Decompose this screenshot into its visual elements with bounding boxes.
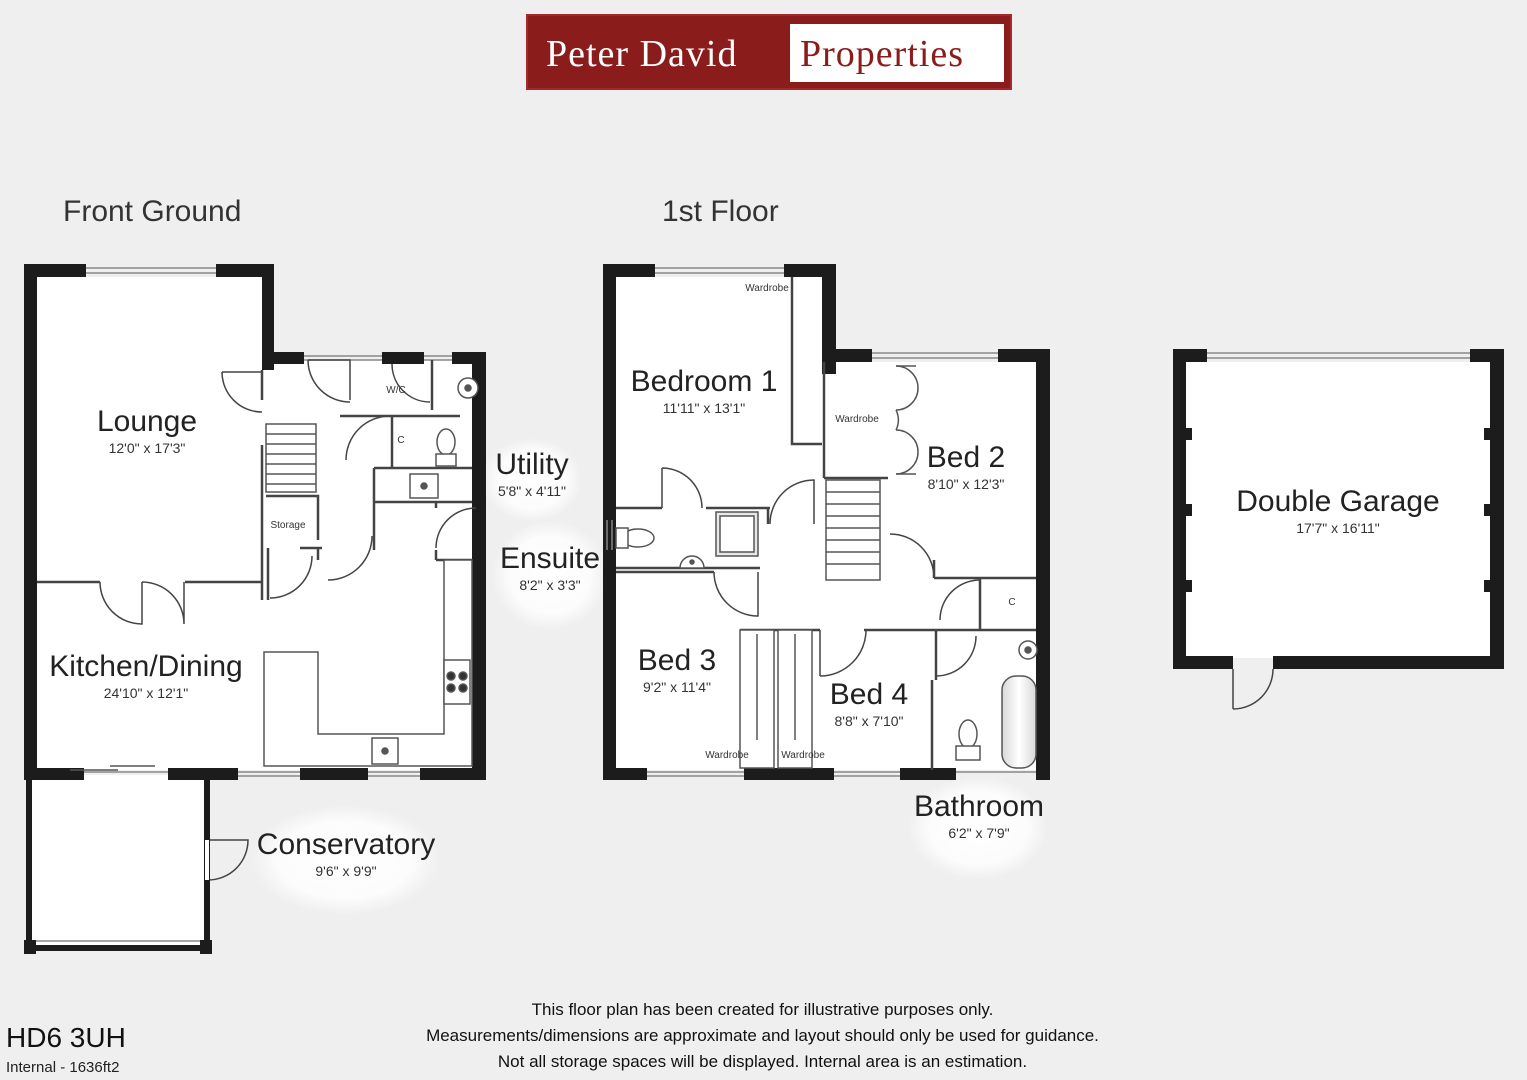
lounge-label: Lounge 12'0" x 17'3": [97, 405, 197, 456]
bed4-dim: 8'8" x 7'10": [834, 713, 904, 729]
bedroom1-wardrobe-label: Wardrobe: [745, 283, 789, 294]
ground-floor-fill: [37, 277, 472, 770]
ground-stairs: [265, 423, 317, 493]
bedroom1-name: Bedroom 1: [630, 365, 778, 398]
first-floor-stairs: [825, 479, 881, 581]
ensuite-dim: 8'2" x 3'3": [519, 577, 581, 593]
bed3-wardrobe-label: Wardrobe: [705, 750, 749, 761]
utility-label: Utility 5'8" x 4'11": [495, 448, 568, 499]
brand-name-left: Peter David: [546, 33, 738, 75]
ensuite-name: Ensuite: [499, 542, 601, 575]
wc-label: W/C: [386, 385, 406, 396]
bathroom-label: Bathroom 6'2" x 7'9": [914, 790, 1044, 841]
kitchen-label: Kitchen/Dining 24'10" x 12'1": [49, 650, 242, 701]
utility-label-glow: [482, 438, 582, 522]
bedroom1-label: Bedroom 1 11'11" x 13'1": [631, 365, 778, 416]
lounge-name: Lounge: [96, 405, 198, 438]
utility-name: Utility: [495, 448, 569, 481]
bed4-wardrobe-label: Wardrobe: [781, 750, 825, 761]
landing-cupboard-label: C: [1008, 597, 1016, 608]
brand-name-right: Properties: [800, 33, 965, 75]
disclaimer-line: Measurements/dimensions are approximate …: [426, 1026, 1099, 1045]
bathroom-name: Bathroom: [913, 790, 1045, 823]
bed3-label: Bed 3 9'2" x 11'4": [638, 644, 716, 695]
garage-name: Double Garage: [1236, 485, 1440, 518]
conservatory-label-glow: [250, 805, 440, 915]
storage-label: Storage: [270, 520, 306, 531]
brand-name-right-box: Properties: [790, 24, 1004, 82]
brand-logo: Peter David Properties: [526, 14, 1012, 90]
lounge-dim: 12'0" x 17'3": [108, 440, 186, 456]
first-floor-plan: [603, 264, 1050, 780]
bed4-name: Bed 4: [829, 678, 909, 711]
conservatory-fill: [32, 775, 208, 945]
conservatory-name: Conservatory: [256, 828, 436, 861]
bed3-dim: 9'2" x 11'4": [643, 679, 711, 695]
ground-floor-title: Front Ground: [63, 195, 242, 228]
bed2-name: Bed 2: [926, 441, 1006, 474]
ground-floor-plan: [24, 264, 486, 954]
garage-dim: 17'7" x 16'11": [1296, 520, 1380, 536]
garage-fill: [1186, 362, 1490, 658]
bed2-label: Bed 2 8'10" x 12'3": [927, 441, 1005, 492]
internal-area: Internal - 1636ft2: [6, 1059, 120, 1076]
disclaimer: This floor plan has been created for ill…: [380, 997, 1145, 1075]
bed3-name: Bed 3: [637, 644, 717, 677]
disclaimer-line: Not all storage spaces will be displayed…: [497, 1052, 1028, 1071]
kitchen-name: Kitchen/Dining: [49, 650, 243, 683]
garage-plan: [1173, 349, 1504, 710]
bathroom-dim: 6'2" x 7'9": [948, 825, 1010, 841]
conservatory-dim: 9'6" x 9'9": [315, 863, 377, 879]
ground-cupboard-label: C: [397, 435, 405, 446]
bed2-wardrobe-label: Wardrobe: [835, 414, 879, 425]
utility-dim: 5'8" x 4'11": [498, 483, 566, 499]
bed2-dim: 8'10" x 12'3": [927, 476, 1005, 492]
bed4-label: Bed 4 8'8" x 7'10": [830, 678, 908, 729]
kitchen-dim: 24'10" x 12'1": [103, 685, 189, 701]
ensuite-label-glow: [492, 520, 608, 630]
bedroom1-dim: 11'11" x 13'1": [662, 400, 746, 416]
conservatory-label: Conservatory 9'6" x 9'9": [257, 828, 435, 879]
conservatory-walls: [24, 775, 212, 954]
garage-label: Double Garage 17'7" x 16'11": [1236, 485, 1439, 536]
ensuite-label: Ensuite 8'2" x 3'3": [500, 542, 600, 593]
first-floor-title: 1st Floor: [662, 195, 779, 228]
bathroom-label-glow: [908, 776, 1048, 880]
postcode: HD6 3UH: [6, 1022, 126, 1053]
disclaimer-line: This floor plan has been created for ill…: [531, 1000, 994, 1019]
